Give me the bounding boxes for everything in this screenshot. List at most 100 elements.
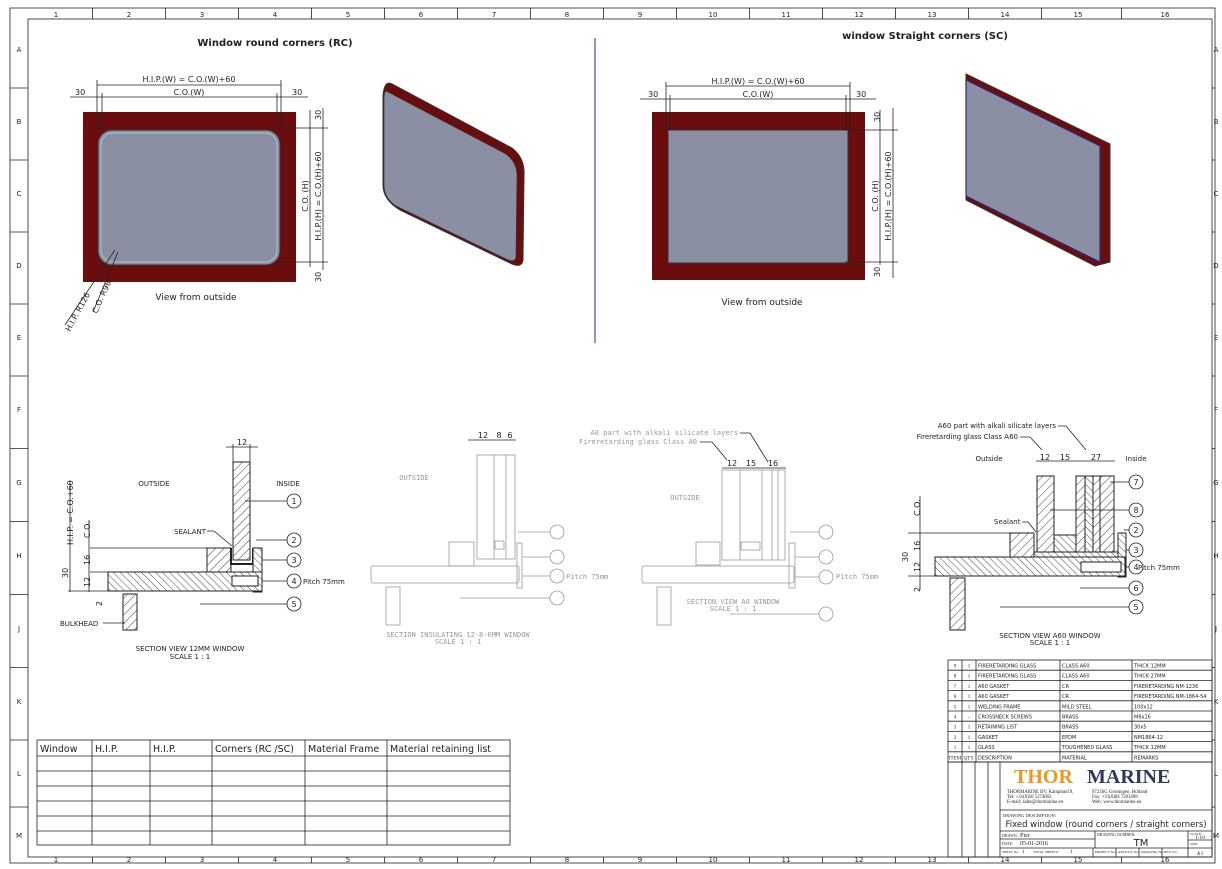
zone-column-label: 12 [855, 856, 864, 864]
parts-list-cell: 4 [954, 716, 957, 721]
sc-dim-co-w: C.O.(W) [743, 90, 774, 99]
rc-caption: View from outside [155, 293, 237, 303]
zone-column-label: 7 [492, 11, 496, 19]
s1-outside-label: OUTSIDE [138, 480, 169, 488]
zone-row-label: L [17, 770, 21, 778]
scale-value: 1:10 [1195, 835, 1205, 841]
item-balloon [1128, 559, 1144, 575]
item-balloon [549, 568, 565, 584]
s1-dim-30: 30 [61, 568, 70, 578]
s1-bulkhead [122, 593, 138, 631]
parts-list-cell: 1 [968, 746, 971, 751]
s3-outside-label: OUTSIDE [670, 494, 700, 502]
sheet-number: 1 [1022, 850, 1025, 855]
parts-list-cell: THICK 27MM [1133, 674, 1166, 680]
parts-list-cell: MILD STEEL [1062, 704, 1092, 710]
item-balloon-number: 5 [291, 600, 296, 609]
item-balloon-number: 6 [1133, 584, 1138, 593]
s3-note2: Fireretarding glass Class A0 [579, 438, 697, 446]
s2-dim-6: 6 [507, 431, 512, 440]
s1-dim-top: 12 [237, 438, 247, 447]
parts-list-cell: 7 [954, 685, 957, 690]
item-balloon [549, 549, 565, 565]
s1-dim-co: C.O. [83, 521, 92, 538]
rc-isometric-view [382, 82, 525, 266]
zone-column-label: 6 [419, 856, 424, 864]
item-balloon [1128, 522, 1144, 538]
company-address: THORMARINE BV, Kampland 9, [1007, 790, 1073, 795]
s4-scale: SCALE 1 : 1 [1030, 639, 1070, 647]
zone-row-label: D [16, 262, 21, 270]
drawing-number-label: DRAWING NUMBER: [1097, 832, 1135, 837]
parts-list-cell: 1 [968, 705, 971, 710]
section-a0-window: A0 part with alkali silicate layers Fire… [579, 429, 878, 626]
item-balloon-number: 2 [1133, 526, 1138, 535]
s4-dim-16: 16 [913, 541, 922, 551]
s4-dim-2: 2 [913, 587, 922, 592]
zone-row-label: M [1213, 832, 1219, 840]
rc-front-view: Window round corners (RC) H.I.P.(W) = C.… [64, 38, 353, 333]
s4-caption: SECTION VIEW A60 WINDOW [999, 632, 1101, 640]
s1-glass [232, 461, 251, 561]
sc-dim-right: 30 [856, 90, 866, 99]
parts-list-cell: GASKET [978, 735, 999, 741]
parts-list-cell: A60 GASKET [978, 684, 1010, 690]
zone-column-label: 2 [127, 856, 131, 864]
parts-list-cell: 1 [954, 746, 957, 751]
zone-column-label: 4 [273, 11, 278, 19]
zone-row-label: B [1214, 118, 1219, 126]
sheet-label: SHEET No: [1002, 850, 1019, 854]
item-balloon [1128, 502, 1144, 518]
rc-dim-bottom: 30 [314, 272, 323, 282]
s1-bulkhead-label: BULKHEAD [60, 620, 98, 628]
zone-column-label: 13 [928, 856, 937, 864]
zone-column-label: 2 [127, 11, 131, 19]
inner-border [27, 18, 1213, 858]
parts-list-cell: 6 [954, 695, 957, 700]
s4-dim-12: 12 [1040, 453, 1050, 462]
s3-pitch: Pitch 75mm [836, 573, 878, 581]
rc-dim-co-w: C.O.(W) [174, 88, 205, 97]
s1-sealant-label: SEALANT [174, 528, 207, 536]
zone-column-label: 15 [1074, 11, 1083, 19]
parts-list-cell: 1 [968, 665, 971, 670]
s2-outside-label: OUTSIDE [399, 474, 429, 482]
s2-scale: SCALE 1 : 1 [435, 638, 481, 646]
sc-front-view: window Straight corners (SC) H.I.P.(W) =… [640, 31, 1008, 308]
parts-list-cell: TOUGHENED GLASS [1061, 745, 1112, 751]
s4-dim-12-v: 12 [913, 562, 922, 572]
rc-radius-co: C.O. R96 [91, 279, 113, 315]
drawn-by: Pier [1020, 833, 1030, 839]
item-balloon [1128, 542, 1144, 558]
s1-dim-12: 12 [83, 577, 92, 587]
zone-row-label: F [17, 406, 21, 414]
title-block: THOR MARINE THORMARINE BV, Kampland 9,Te… [947, 761, 1213, 858]
s1-pitch: Pitch 75mm [303, 578, 345, 586]
s4-note2: Fireretarding glass Class A60 [917, 433, 1018, 441]
title-field-label: PROJECT No: [1095, 850, 1116, 854]
company-address: 9723SG Groningen, Holland [1092, 790, 1148, 795]
s1-dim-2: 2 [95, 601, 104, 606]
zone-row-label: C [17, 190, 22, 198]
size-label: SIZE: [1190, 842, 1198, 846]
item-balloon [1128, 599, 1144, 615]
item-balloon [286, 493, 302, 509]
parts-list-cell: THICK 12MM [1133, 745, 1166, 751]
parts-list-cell: RETAINING LIST [978, 725, 1018, 731]
title-field-label: ARTICLE No: [1118, 850, 1139, 854]
parts-list-cell: 2 [954, 736, 957, 741]
zone-row-label: J [1214, 625, 1217, 633]
item-balloon-number: 3 [291, 556, 296, 565]
parts-list-cell: CR [1062, 684, 1069, 690]
zone-column-label: 15 [1074, 856, 1083, 864]
parts-list-cell: CROSSNECK SCREWS [978, 715, 1032, 721]
company-address: Fax: +31(0)84 7203498 [1092, 795, 1138, 800]
item-balloon [286, 552, 302, 568]
parts-list-cell: 1 [968, 675, 971, 680]
order-table-header: H.I.P. [95, 744, 118, 755]
zone-column-label: 14 [1001, 11, 1010, 19]
parts-list-cell: NM1864-12 [1134, 735, 1163, 741]
parts-list-cell: BRASS [1062, 715, 1078, 721]
